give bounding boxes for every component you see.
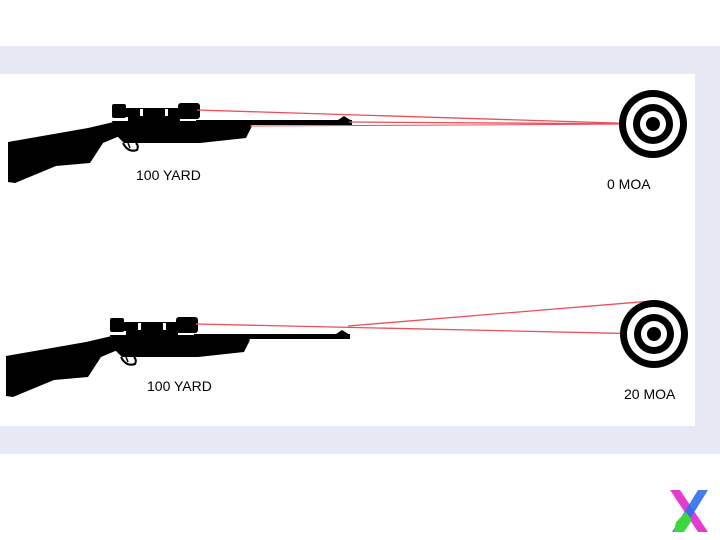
target-icon bbox=[619, 90, 687, 158]
target-icon bbox=[620, 300, 688, 368]
range-label: 100 YARD bbox=[147, 378, 212, 394]
laser-lines-row-2 bbox=[195, 300, 653, 335]
moa-label: 0 MOA bbox=[607, 176, 651, 192]
logo-icon bbox=[670, 490, 708, 532]
moa-label: 20 MOA bbox=[624, 386, 676, 402]
laser-bore-line-lower bbox=[249, 123, 649, 127]
laser-bore-line bbox=[347, 300, 653, 327]
laser-scope-line bbox=[195, 323, 651, 335]
laser-scope-line bbox=[196, 109, 649, 125]
laser-lines-row-1 bbox=[196, 109, 649, 127]
range-label: 100 YARD bbox=[136, 167, 201, 183]
laser-bore-line bbox=[348, 121, 649, 125]
